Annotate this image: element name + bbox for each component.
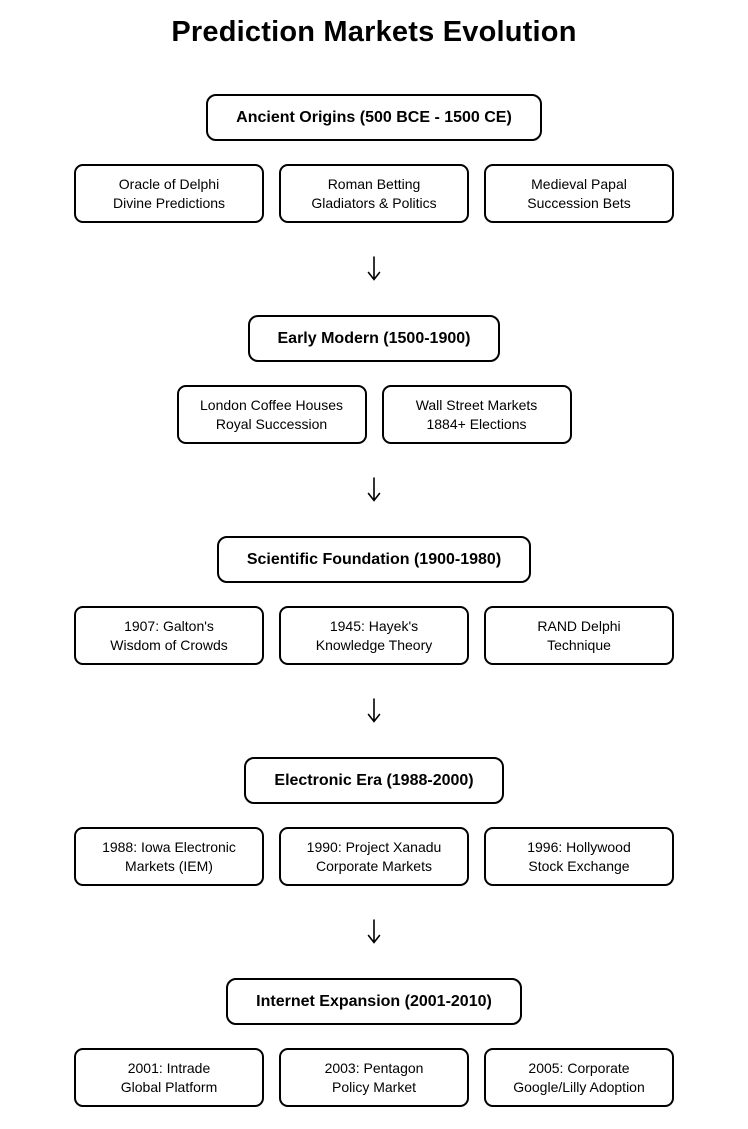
event-box-line: Medieval Papal [531,175,627,192]
event-box-line: Google/Lilly Adoption [513,1078,645,1095]
down-arrow-icon [0,919,748,945]
era-header-box: Electronic Era (1988-2000) [244,757,504,804]
era-header-box: Internet Expansion (2001-2010) [226,978,522,1025]
event-box-line: 2003: Pentagon [324,1059,424,1076]
event-box-line: Divine Predictions [112,194,226,211]
event-box-line: 2001: Intrade [127,1059,211,1076]
event-box-line: 1884+ Elections [426,415,527,432]
down-arrow-icon [0,698,748,724]
event-box-line: Corporate Markets [316,857,432,874]
event-box-line: Markets (IEM) [125,857,213,874]
event-box-line: 2005: Corporate [528,1059,630,1076]
event-box-line: 1988: Iowa Electronic [102,838,236,855]
era-section: Scientific Foundation (1900-1980) 1907: G… [0,536,748,665]
era-header-box: Scientific Foundation (1900-1980) [216,536,532,583]
era-header-wrap: Electronic Era (1988-2000) [0,757,748,804]
era-header-wrap: Ancient Origins (500 BCE - 1500 CE) [0,94,748,141]
era-header-wrap: Early Modern (1500-1900) [0,315,748,362]
down-arrow-icon [0,256,748,282]
event-box-line: Policy Market [331,1078,417,1095]
event-box-line: 1996: Hollywood [527,838,631,855]
event-box: Wall Street Markets 1884+ Elections [381,385,572,444]
era-section: Early Modern (1500-1900) London Coffee Ho… [0,315,748,444]
event-box-line: Technique [547,636,611,653]
event-box-line: RAND Delphi [537,617,621,634]
down-arrow-icon [0,477,748,503]
event-box-line: Roman Betting [327,175,421,192]
era-header-box: Early Modern (1500-1900) [247,315,501,362]
era-section: Electronic Era (1988-2000) 1988: Iowa Ele… [0,757,748,886]
event-box-line: Royal Succession [215,415,328,432]
era-section: Ancient Origins (500 BCE - 1500 CE) Oracl… [0,94,748,223]
era-header-box: Ancient Origins (500 BCE - 1500 CE) [206,94,542,141]
event-box-line: Wall Street Markets [415,396,538,413]
event-box-line: Oracle of Delphi [118,175,220,192]
event-box-line: Succession Bets [527,194,631,211]
event-box-line: Knowledge Theory [315,636,433,653]
event-box-line: Wisdom of Crowds [110,636,228,653]
event-box-line: 1907: Galton's [124,617,214,634]
event-box-line: Gladiators & Politics [311,194,437,211]
event-box-line: 1990: Project Xanadu [306,838,442,855]
era-header-wrap: Internet Expansion (2001-2010) [0,978,748,1025]
event-box-line: Global Platform [120,1078,218,1095]
timeline-sections: Ancient Origins (500 BCE - 1500 CE) Oracl… [0,94,748,1107]
event-box-line: Stock Exchange [528,857,630,874]
era-header-wrap: Scientific Foundation (1900-1980) [0,536,748,583]
event-box-line: London Coffee Houses [200,396,343,413]
page-title: Prediction Markets Evolution [171,16,577,48]
era-section: Internet Expansion (2001-2010) 2001: Intr… [0,978,748,1107]
event-box-line: 1945: Hayek's [329,617,419,634]
